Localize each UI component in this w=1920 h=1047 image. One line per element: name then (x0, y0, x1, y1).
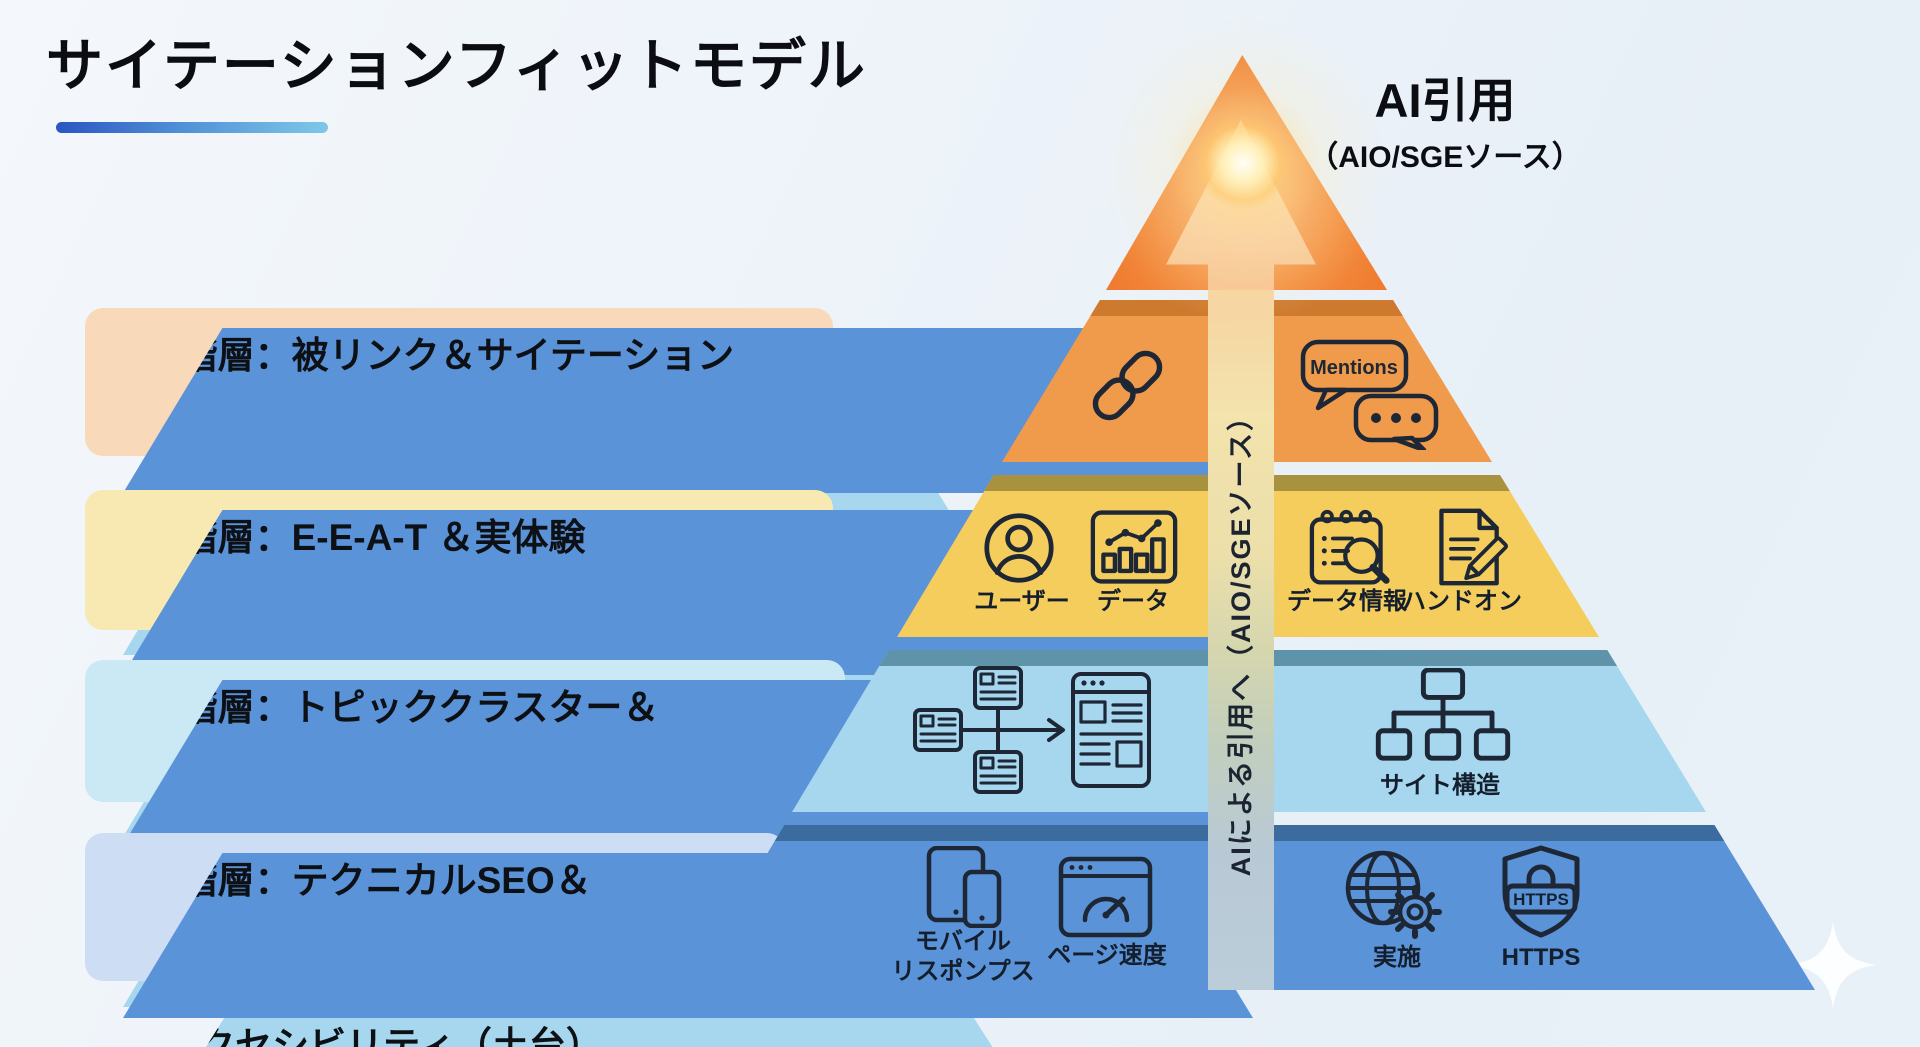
tier1-heading-line2: アクセシビリティ（土台） (123, 1018, 1077, 1047)
implementation-icon-label: 実施 (1373, 944, 1421, 971)
tier1-label-box: 第1階層：テクニカルSEO＆ アクセシビリティ（土台） (85, 833, 1253, 1047)
https-badge-text: HTTPS (1513, 890, 1569, 909)
user-icon-label: ユーザー (974, 588, 1070, 615)
user-icon (983, 512, 1055, 584)
tier2-label-box: 第2階層：トピッククラスター＆ 構造化（陳列棚） (85, 660, 1253, 1007)
page-title: サイテーションフィットモデル (46, 34, 867, 98)
implementation-globe-gear-icon (1343, 848, 1443, 940)
ai-arrow-label: AIによる引用へ（AIO/SGEソース） (1226, 401, 1256, 877)
tier3-label-box: 第3階層：E-E-A-T ＆実体験 （一次情報・信頼性） (85, 490, 1253, 837)
mobile-responsive-label-line2: リスポンプス (891, 958, 1035, 985)
https-icon-label: HTTPS (1501, 944, 1581, 971)
https-shield-icon: HTTPS (1493, 844, 1589, 940)
site-structure-icon-label: サイト構造 (1380, 772, 1500, 799)
site-structure-icon (1373, 668, 1513, 768)
data-chart-icon (1090, 508, 1178, 586)
apex-label: AI引用 （AIO/SGEソース） (1280, 74, 1610, 176)
hands-on-icon-label: ハンドオン (1402, 588, 1522, 615)
mobile-responsive-label-line1: モバイル (915, 928, 1011, 955)
data-info-icon (1308, 508, 1394, 590)
mentions-badge-text: Mentions (1310, 357, 1398, 379)
title-underline (56, 122, 328, 133)
apex-heading: AI引用 (1374, 74, 1516, 127)
mobile-responsive-icon (923, 846, 1003, 928)
tier4-label-box: 第4階層：被リンク＆サイテーション （外部評価） (85, 308, 1253, 655)
data-chart-icon-label: データ (1097, 588, 1169, 615)
ai-arrow-band (1208, 288, 1274, 990)
apex-subheading: （AIO/SGEソース） (1308, 141, 1582, 175)
mentions-icon: Mentions (1300, 338, 1440, 450)
topic-cluster-icon (913, 666, 1153, 794)
link-icon (1080, 338, 1175, 433)
page-speed-icon (1058, 856, 1153, 938)
data-info-icon-label: データ情報 (1287, 588, 1407, 615)
page-speed-icon-label: ページ速度 (1047, 942, 1167, 969)
hands-on-icon (1430, 506, 1510, 588)
sparkle-icon (1790, 922, 1876, 1008)
